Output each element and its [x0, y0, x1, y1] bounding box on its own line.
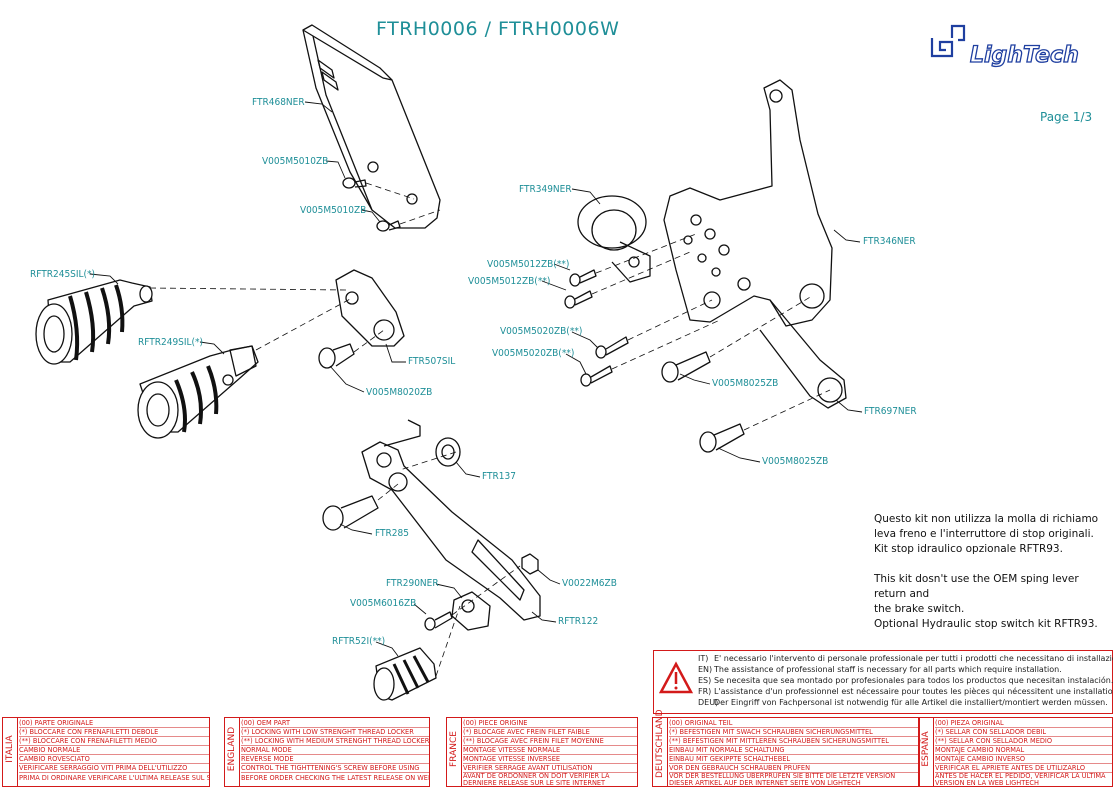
warning-line: EN)The assistance of professional staff … — [698, 665, 1062, 674]
gear-link-plate — [451, 591, 491, 631]
screw-m6-16 — [424, 611, 453, 631]
callout-label: FTR468NER — [252, 97, 305, 108]
note-english: This kit dosn't use the OEM sping lever … — [874, 573, 1098, 630]
installation-warning-box: IT)E' necessario l'intervento di persona… — [653, 650, 1113, 714]
callout-label: V005M5020ZB(**) — [500, 326, 583, 337]
callout-label: FTR290NER — [386, 578, 439, 589]
screw-m5-20-a — [595, 336, 629, 359]
drawing-title: FTRH0006 / FTRH0006W — [376, 18, 620, 40]
callout-label: RFTR122 — [558, 616, 599, 627]
warning-line: DEU)Der Eingriff von Fachpersonal ist no… — [698, 698, 1108, 707]
legend-box-england: ENGLAND (00) OEM PART (*) LOCKING WITH L… — [224, 717, 430, 787]
shift-lever — [361, 419, 541, 621]
warning-line: FR)L'assistance d'un professionnel est n… — [698, 687, 1113, 696]
legend-box-france: FRANCE (00) PIECE ORIGINE (*) BLOCAGE AV… — [446, 717, 638, 787]
screw-m5-12-b — [564, 290, 593, 309]
callout-label: V005M5010ZB — [300, 205, 367, 216]
lightech-logo: LighTech — [930, 20, 1100, 72]
bolt-ftr285 — [322, 495, 379, 531]
legend-box-espana: ESPAÑA (00) PIEZA ORIGINAL (*) SELLAR CO… — [918, 717, 1113, 787]
callout-label: V005M5010ZB — [262, 156, 329, 167]
heel-guard-plate — [302, 24, 441, 229]
warning-triangle-icon — [658, 661, 694, 694]
legend-box-italia: ITALIA (00) PARTE ORIGINALE (*) BLOCCARE… — [2, 717, 210, 787]
callout-label: RFTR245SIL(*) — [30, 269, 96, 280]
logo-mark-icon: LighTech — [930, 24, 1079, 69]
spacer-ring — [577, 195, 651, 283]
callout-label: V005M5020ZB(**) — [492, 348, 575, 359]
footpeg-lower — [137, 345, 259, 439]
bolt-m8-25-b — [699, 423, 745, 453]
callout-label: FTR137 — [482, 471, 516, 482]
main-rearset-plate — [663, 79, 847, 409]
callout-label: V005M5012ZB(**) — [468, 276, 551, 287]
callout-label: FTR346NER — [863, 236, 916, 247]
callout-label: FTR285 — [375, 528, 409, 539]
bolt-m8-20 — [318, 343, 355, 369]
callout-label: RFTR249SIL(*) — [138, 337, 204, 348]
callout-label: FTR349NER — [519, 184, 572, 195]
footpeg-upper — [35, 279, 153, 365]
callout-label: V0022M6ZB — [562, 578, 617, 589]
bushing-ftr137 — [435, 437, 461, 467]
warning-line: ES)Se necesita que sea montado por profe… — [698, 676, 1113, 685]
footpeg-mount — [335, 269, 405, 347]
warning-line: IT)E' necessario l'intervento di persona… — [698, 654, 1113, 663]
screw-m5-20-b — [580, 365, 613, 387]
page-number: Page 1/3 — [1040, 110, 1093, 124]
callout-label: FTR507SIL — [408, 356, 456, 367]
callout-label: V005M5012ZB(**) — [487, 259, 570, 270]
bolt-m8-25-a — [661, 351, 711, 383]
nut-m6 — [521, 553, 539, 575]
shifter-peg — [373, 647, 437, 701]
callout-label: V005M6016ZB — [350, 598, 417, 609]
callout-label: FTR697NER — [864, 406, 917, 417]
callout-label: V005M8025ZB — [712, 378, 779, 389]
callout-label: RFTR52I(**) — [332, 636, 386, 647]
screw-m5-2 — [376, 220, 401, 232]
callout-label: V005M8025ZB — [762, 456, 829, 467]
screw-m5-1 — [342, 177, 367, 189]
screw-m5-12-a — [569, 269, 597, 287]
svg-text:LighTech: LighTech — [970, 43, 1079, 68]
note-italian: Questo kit non utilizza la molla di rich… — [874, 513, 1099, 555]
legend-box-deutschland: DEUTSCHLAND (00) ORIGINAL TEIL (*) BEFES… — [652, 709, 920, 787]
callout-label: V005M8020ZB — [366, 387, 433, 398]
